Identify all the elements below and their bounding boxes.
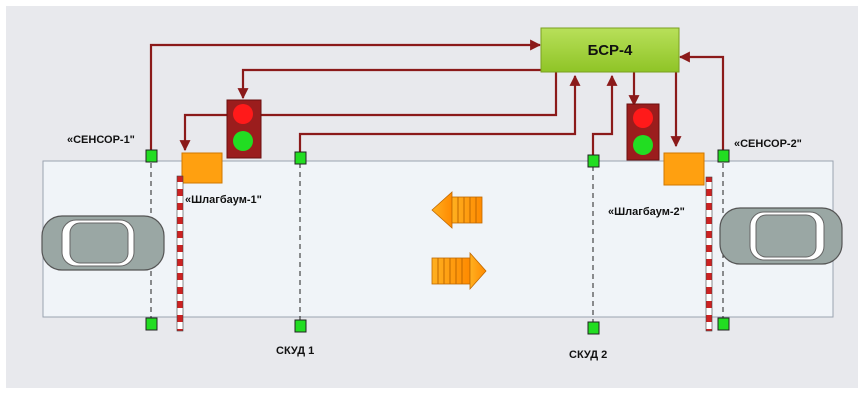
- wiring: [149, 39, 725, 155]
- wire-skud-1: [298, 74, 581, 152]
- barrier-2-label: «Шлагбаум-2": [608, 206, 685, 218]
- barrier-1-arm: [176, 175, 184, 332]
- arrow-right: [431, 251, 487, 291]
- sensor-2-bottom: [717, 317, 730, 331]
- car-1: [41, 215, 165, 271]
- barrier-1-label: «Шлагбаум-1": [185, 194, 262, 206]
- wire-sensor-2: [678, 51, 725, 151]
- sensor-1-label: «СЕНСОР-1": [67, 134, 135, 146]
- traffic-light-2: [626, 103, 660, 161]
- barrier-2-arm: [705, 176, 713, 332]
- skud-1-bottom: [294, 319, 307, 333]
- skud-2-top: [587, 154, 600, 168]
- detection-lines: [150, 163, 724, 324]
- skud-2-bottom: [587, 321, 600, 335]
- controller-bsr4: БСР-4: [540, 27, 680, 73]
- arrow-left: [431, 191, 483, 229]
- controller-label: БСР-4: [588, 42, 633, 59]
- wire-barrier-1: [179, 70, 558, 152]
- wire-light-1: [237, 68, 546, 100]
- traffic-light-1-green: [233, 131, 253, 151]
- traffic-light-2-red: [633, 108, 653, 128]
- wire-sensor-1: [149, 39, 542, 151]
- skud-2-label: СКУД 2: [569, 349, 607, 361]
- barrier-1-box: [181, 152, 223, 184]
- sensor-1-bottom: [145, 317, 158, 331]
- sensor-squares: [145, 149, 730, 335]
- sensor-2-label: «СЕНСОР-2": [734, 138, 802, 150]
- wire-skud-2: [591, 74, 618, 155]
- traffic-light-2-green: [633, 135, 653, 155]
- barrier-2-box: [663, 152, 705, 186]
- skud-1-label: СКУД 1: [276, 345, 314, 357]
- skud-1-top: [294, 151, 307, 165]
- car-2: [719, 207, 843, 265]
- sensor-2-top: [717, 149, 730, 163]
- traffic-light-1: [226, 99, 262, 159]
- traffic-light-1-red: [233, 104, 253, 124]
- road: [42, 160, 834, 318]
- sensor-1-top: [145, 149, 158, 163]
